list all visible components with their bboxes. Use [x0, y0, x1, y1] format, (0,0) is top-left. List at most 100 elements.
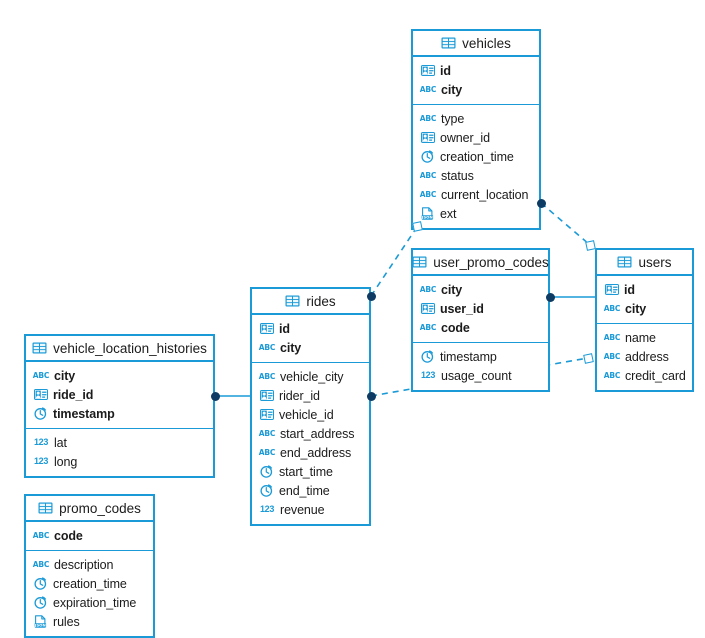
- svg-text:JSON: JSON: [34, 623, 46, 628]
- column-row-timestamp[interactable]: timestamp: [413, 347, 548, 366]
- relationship-many-marker: [366, 391, 376, 401]
- table-icon: [412, 256, 427, 269]
- column-row-id[interactable]: id: [252, 319, 369, 338]
- key-id-icon: [420, 302, 435, 315]
- json-icon: JSON: [33, 615, 48, 628]
- column-label: owner_id: [440, 130, 490, 145]
- abc-text-icon: ABC: [419, 284, 437, 294]
- column-label: current_location: [441, 187, 529, 202]
- clock-icon: [259, 465, 274, 478]
- abc-text-icon: ABC: [258, 371, 276, 381]
- column-label: end_address: [280, 445, 352, 460]
- column-label: expiration_time: [53, 595, 137, 610]
- table-header-vehicle_location_histories[interactable]: vehicle_location_histories: [26, 336, 213, 362]
- table-name-label: vehicles: [462, 35, 511, 51]
- table-name-label: user_promo_codes: [433, 254, 549, 270]
- column-row-vehicle_id[interactable]: vehicle_id: [252, 405, 369, 424]
- clock-icon: [33, 577, 48, 590]
- table-header-user_promo_codes[interactable]: user_promo_codes: [412, 250, 549, 276]
- table-name-label: vehicle_location_histories: [53, 340, 207, 356]
- number-icon: 123: [259, 504, 275, 514]
- abc-text-icon: ABC: [258, 428, 276, 438]
- column-label: city: [441, 82, 463, 97]
- column-row-user_id[interactable]: user_id: [413, 299, 548, 318]
- table-icon: [32, 342, 47, 355]
- column-row-end_time[interactable]: end_time: [252, 481, 369, 500]
- column-row-creation_time[interactable]: creation_time: [413, 147, 539, 166]
- column-row-end_address[interactable]: ABC end_address: [252, 443, 369, 462]
- column-row-start_time[interactable]: start_time: [252, 462, 369, 481]
- column-label: rider_id: [279, 388, 320, 403]
- abc-text-icon: ABC: [32, 370, 50, 380]
- table-header-vehicles[interactable]: vehicles: [413, 31, 539, 57]
- clock-icon: [420, 350, 435, 363]
- column-label: status: [441, 168, 474, 183]
- column-row-creation_time[interactable]: creation_time: [26, 574, 153, 593]
- column-row-rider_id[interactable]: rider_id: [252, 386, 369, 405]
- column-row-id[interactable]: id: [597, 280, 692, 299]
- column-row-credit_card[interactable]: ABC credit_card: [597, 366, 692, 385]
- number-icon: 123: [420, 370, 436, 380]
- column-label: start_address: [280, 426, 355, 441]
- column-label: city: [441, 282, 463, 297]
- column-label: revenue: [280, 502, 325, 517]
- column-row-ride_id[interactable]: ride_id: [26, 385, 213, 404]
- relationship-many-marker: [536, 198, 546, 208]
- column-row-revenue[interactable]: 123 revenue: [252, 500, 369, 519]
- column-label: code: [54, 528, 83, 543]
- table-header-rides[interactable]: rides: [252, 289, 369, 315]
- column-row-city[interactable]: ABC city: [413, 280, 548, 299]
- column-row-expiration_time[interactable]: expiration_time: [26, 593, 153, 612]
- key-id-icon: [259, 389, 274, 402]
- relationship-one-marker: [411, 220, 423, 232]
- relationship-one-marker: [584, 239, 596, 251]
- table-name-label: users: [638, 254, 672, 270]
- abc-text-icon: ABC: [603, 370, 621, 380]
- table-header-users[interactable]: users: [597, 250, 692, 276]
- abc-text-icon: ABC: [603, 332, 621, 342]
- table-icon: [285, 295, 300, 308]
- column-label: long: [54, 454, 78, 469]
- column-label: credit_card: [625, 368, 686, 383]
- column-row-owner_id[interactable]: owner_id: [413, 128, 539, 147]
- column-label: start_time: [279, 464, 333, 479]
- column-row-id[interactable]: id: [413, 61, 539, 80]
- table-header-promo_codes[interactable]: promo_codes: [26, 496, 153, 522]
- column-row-timestamp[interactable]: timestamp: [26, 404, 213, 423]
- abc-text-icon: ABC: [258, 447, 276, 457]
- column-label: id: [279, 321, 290, 336]
- relationship-many-marker: [545, 292, 555, 302]
- table-icon: [38, 502, 53, 515]
- key-id-icon: [259, 322, 274, 335]
- column-label: id: [624, 282, 635, 297]
- column-label: vehicle_id: [279, 407, 334, 422]
- column-row-start_address[interactable]: ABC start_address: [252, 424, 369, 443]
